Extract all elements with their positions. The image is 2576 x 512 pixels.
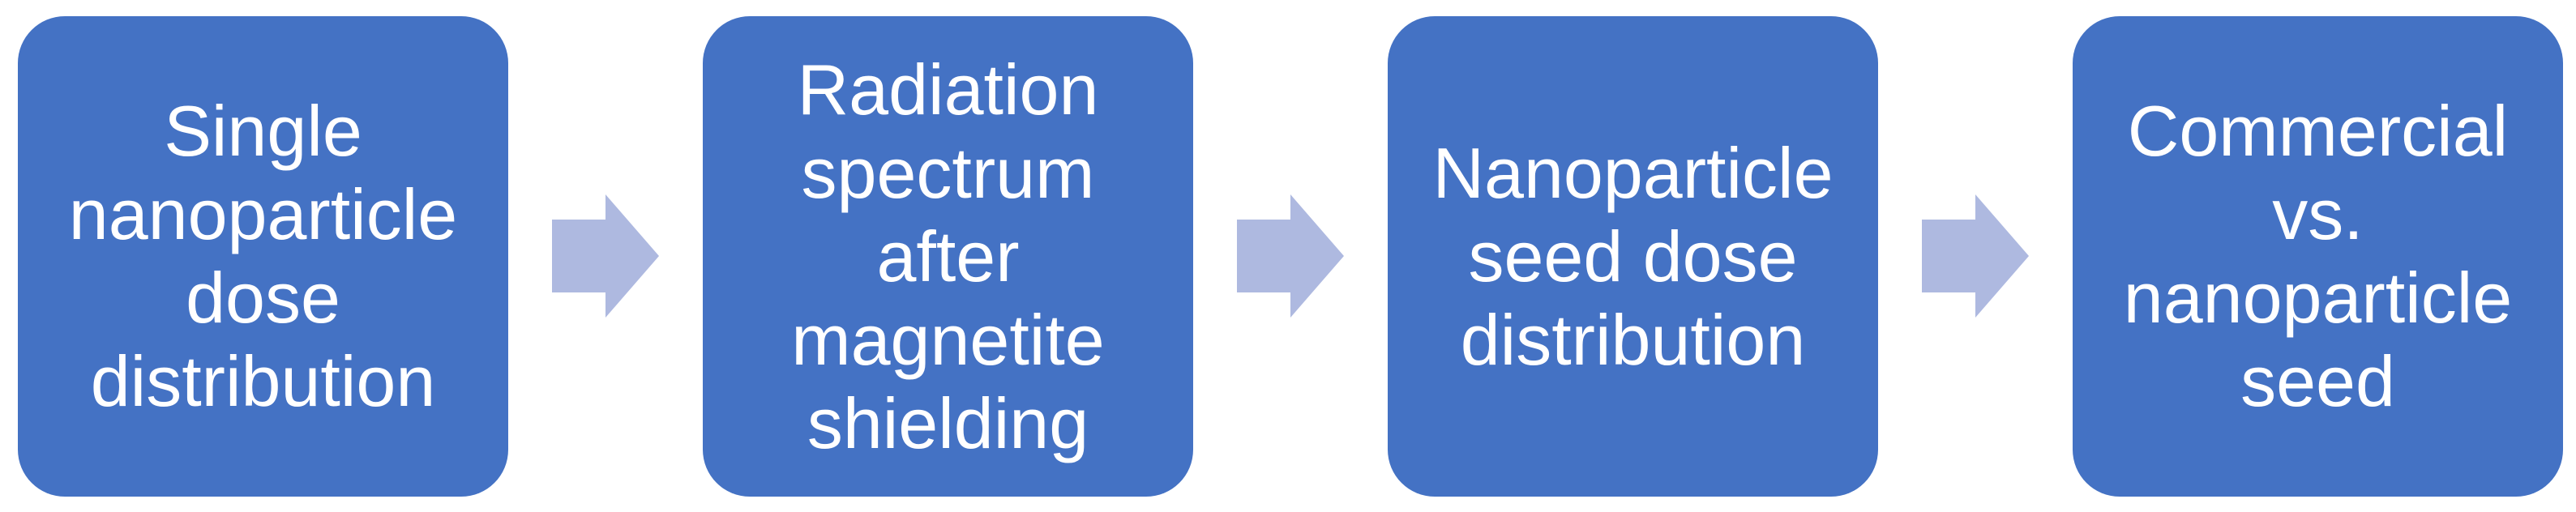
flow-arrow-2 (1237, 194, 1344, 318)
step-4-line-1: Commercial (2127, 91, 2509, 171)
step-4-line-4: seed (2240, 341, 2395, 421)
right-arrow-icon (1922, 194, 2029, 318)
step-3-line-1: Nanoparticle (1432, 132, 1834, 213)
step-3-line-2: seed dose (1468, 215, 1798, 297)
flow-arrow-1 (552, 194, 659, 318)
flow-step-4: Commercial vs. nanoparticle seed (2073, 15, 2563, 497)
right-arrow-icon (552, 194, 659, 318)
step-4-line-3: nanoparticle (2123, 258, 2513, 338)
step-2-line-2: spectrum (801, 132, 1095, 213)
step-2-line-1: Radiation (797, 49, 1099, 130)
step-2-line-3: after (876, 215, 1020, 297)
step-2-line-5: shielding (807, 382, 1089, 463)
step-1-line-4: distribution (90, 341, 436, 421)
step-1-line-3: dose (186, 258, 340, 338)
right-arrow-icon (1237, 194, 1344, 318)
step-1-line-2: nanoparticle (68, 174, 458, 254)
flow-step-3: Nanoparticle seed dose distribution (1388, 15, 1878, 497)
flow-step-2: Radiation spectrum after magnetite shiel… (703, 15, 1193, 497)
flow-step-1: Single nanoparticle dose distribution (18, 15, 508, 497)
step-4-line-2: vs. (2272, 174, 2364, 254)
step-3-line-3: distribution (1460, 299, 1806, 380)
flow-arrow-3 (1922, 194, 2029, 318)
step-1-line-1: Single (164, 91, 362, 171)
step-2-line-4: magnetite (791, 299, 1105, 380)
